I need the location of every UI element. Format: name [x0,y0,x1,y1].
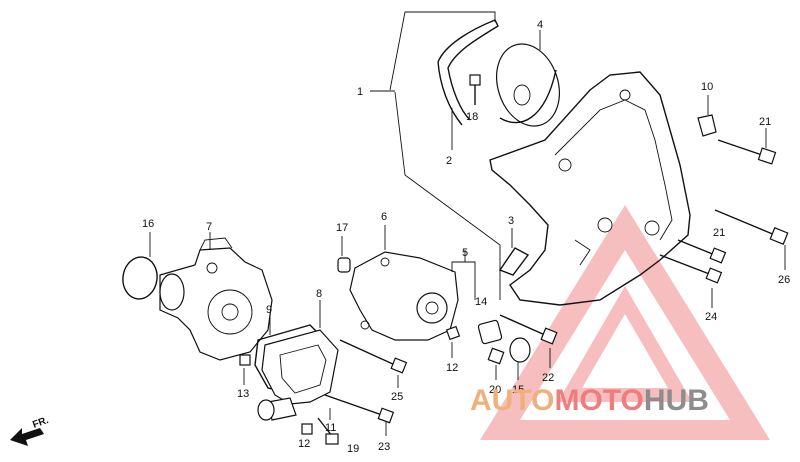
callout-18: 18 [466,111,478,123]
callout-2: 2 [446,155,452,167]
callout-26: 26 [778,274,790,286]
part-12-nut-low [301,423,313,435]
callout-16: 16 [142,218,154,230]
front-arrow: FR. [10,415,50,446]
callout-11: 11 [325,422,336,434]
callout-22: 22 [542,372,554,384]
bolt-26 [714,209,789,270]
part-15-seal [509,337,531,380]
callout-17: 17 [336,222,348,234]
bolt-21-upper [717,128,777,165]
callouts: 1 2 3 4 5 6 7 8 9 10 11 12 12 13 14 15 1… [142,19,790,455]
callout-20: 20 [489,384,501,396]
part-13-pin [239,354,251,385]
bolt-20 [487,347,505,380]
part-4-pulley [496,30,560,127]
callout-12-mid: 12 [446,362,458,374]
callout-5: 5 [462,247,468,259]
main-cover [489,71,691,306]
part-3-clip [498,228,530,276]
watermark-hub: HUB [644,384,709,417]
part-18-bolt [469,74,481,105]
callout-12-low: 12 [298,438,310,450]
watermark-moto: MOTO [554,384,643,417]
callout-8: 8 [316,288,322,300]
callout-3: 3 [508,215,514,227]
bolt-23 [324,394,395,436]
bolt-21-lower [677,239,727,264]
svg-text:AUTOMOTOHUB: AUTOMOTOHUB [470,384,709,417]
watermark-text: AUTOMOTOHUB [470,384,709,417]
callout-24: 24 [705,311,717,323]
part-14-bushing [477,319,503,345]
direction-label: FR. [31,415,50,431]
callout-23: 23 [378,441,390,453]
callout-6: 6 [381,211,387,223]
part-7-pump-body [159,232,273,361]
watermark-logo [480,205,770,440]
callout-25: 25 [391,391,403,403]
callout-10: 10 [701,81,713,93]
group-bracket-1 [370,11,501,300]
bracket-5 [451,250,476,300]
watermark-auto: AUTO [470,384,554,417]
part-17-dowel [337,236,351,273]
bolt-22 [499,314,558,368]
part-16-oring [122,232,158,300]
callout-9: 9 [266,304,272,316]
part-12-nut-mid [445,325,461,358]
callout-19: 19 [347,443,359,455]
bolt-24 [659,254,723,308]
callout-1: 1 [357,86,363,98]
part-10-clamp [697,95,717,137]
part-2-gasket [437,19,499,150]
part-6-housing [349,225,459,341]
callout-7: 7 [206,221,212,233]
callout-14: 14 [475,296,487,308]
bolt-25 [339,339,408,388]
callout-13: 13 [237,388,249,400]
callout-4: 4 [537,19,543,31]
callout-21-upper: 21 [759,116,771,128]
bolt-19 [317,417,339,445]
callout-15: 15 [512,384,524,396]
part-8-pump-cover [257,300,339,421]
callout-21-lower: 21 [713,227,725,239]
